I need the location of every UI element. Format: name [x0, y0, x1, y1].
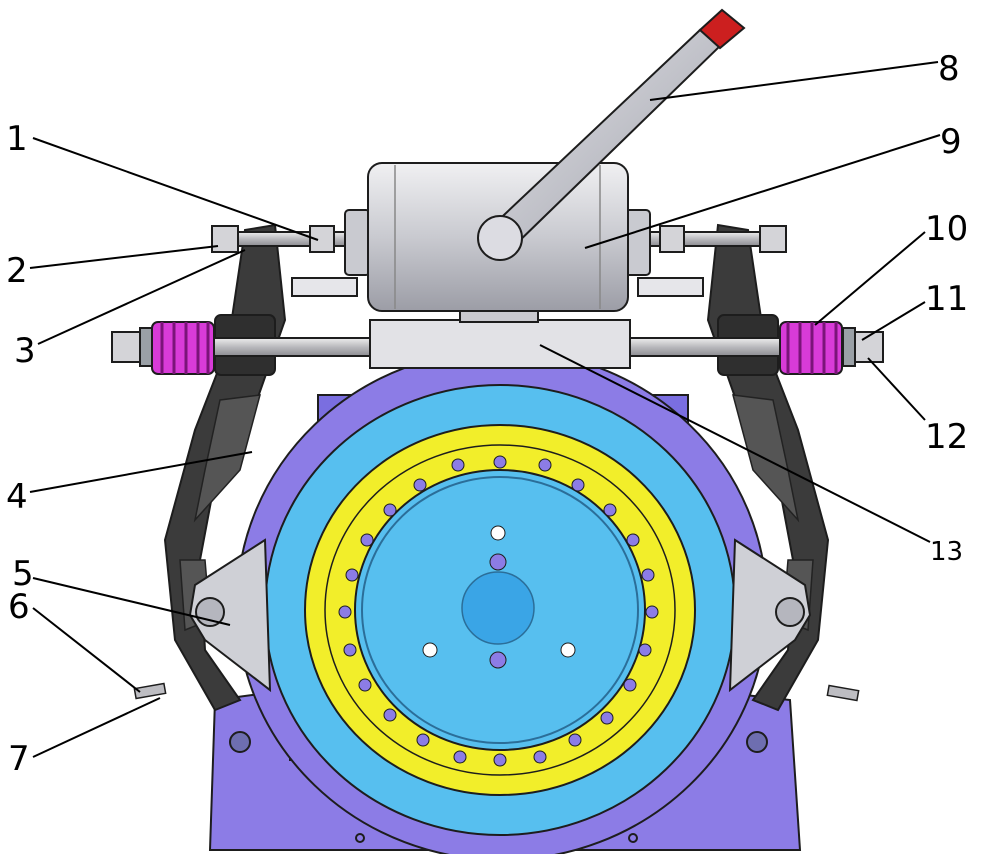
adjust-bolt-left: [133, 682, 167, 700]
callout-2: 2: [6, 251, 28, 291]
callout-7: 7: [8, 739, 30, 779]
brake-disc: [264, 384, 736, 836]
callout-labels: 1 2 3 4 5 6 7 8 9 10 11 12 13: [6, 49, 968, 779]
callout-1: 1: [6, 119, 28, 159]
callout-11: 11: [925, 279, 968, 319]
callout-6: 6: [8, 587, 30, 627]
shoe-bracket-right: [728, 538, 812, 693]
callout-13: 13: [930, 537, 963, 567]
callout-10: 10: [925, 209, 968, 249]
release-handle: [477, 8, 746, 261]
adjust-bolt-right: [826, 684, 860, 702]
callout-8: 8: [938, 49, 960, 89]
callout-12: 12: [925, 417, 968, 457]
magnet-mount-bracket: [291, 277, 704, 369]
spring-left: [151, 321, 215, 375]
callout-4: 4: [6, 477, 28, 517]
callout-9: 9: [940, 122, 962, 162]
spring-right: [779, 321, 843, 375]
callout-3: 3: [14, 331, 36, 371]
leader-lines: [29, 61, 941, 758]
callout-5: 5: [12, 554, 34, 594]
